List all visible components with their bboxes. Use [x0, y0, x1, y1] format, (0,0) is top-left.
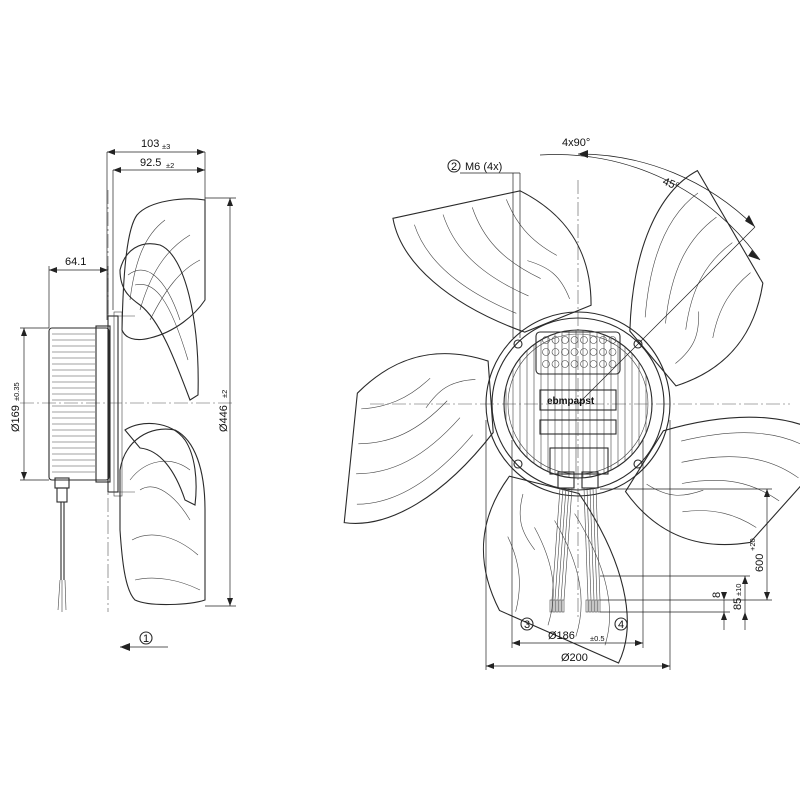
side-view: 103 ±3 92.5 ±2 64.1 Ø169	[10, 138, 236, 651]
dim-186-tol: ±0.5	[590, 634, 605, 643]
mounting-hole	[633, 459, 643, 469]
blade	[392, 190, 592, 333]
impeller-blades	[343, 169, 800, 664]
dim-85-value: 85	[732, 598, 744, 610]
callout-3-label: 3	[524, 619, 530, 631]
cables	[549, 471, 601, 613]
thread-label: M6 (4x)	[465, 161, 502, 173]
dim-200: Ø200	[485, 420, 671, 670]
callout-4: 4	[614, 617, 628, 631]
mounting-hole	[633, 339, 643, 349]
angle-offset: 45°	[661, 176, 681, 193]
dim-169-value: Ø169	[10, 405, 22, 432]
callout-2-label: 2	[451, 161, 457, 173]
front-view: ebmpapst 4x90° 45° 2 M6 (4x)	[343, 137, 800, 670]
blade	[629, 169, 764, 387]
dim-186: Ø186 ±0.5	[511, 440, 644, 648]
dim-103: 103 ±3	[106, 138, 206, 320]
callout-1-label: 1	[143, 633, 149, 645]
blade-profile-upper	[119, 198, 206, 401]
dim-446: Ø446 ±2	[205, 197, 236, 607]
callout-2: 2 M6 (4x)	[447, 159, 521, 338]
dim-92-5-tol: ±2	[166, 161, 174, 170]
dim-169-tol: ±0.35	[12, 382, 21, 401]
brand-logo: ebmpapst	[547, 396, 595, 407]
dim-8-value: 8	[711, 592, 723, 598]
dim-85-tol: ±10	[734, 584, 743, 596]
dim-103-tol: ±3	[162, 142, 170, 151]
cable-gland-side	[54, 477, 70, 612]
dim-446-value: Ø446	[218, 405, 230, 432]
dim-446-tol: ±2	[220, 390, 229, 398]
dim-169: Ø169 ±0.35	[10, 327, 49, 481]
dim-92-5: 92.5 ±2	[112, 157, 205, 310]
callout-1: 1	[120, 631, 168, 651]
blade	[343, 353, 494, 524]
dim-186-value: Ø186	[548, 630, 575, 642]
angle-dimension: 4x90° 45°	[539, 137, 761, 405]
dim-64-1: 64.1	[48, 256, 109, 328]
mounting-hole	[513, 459, 523, 469]
dim-64-1-value: 64.1	[65, 256, 86, 268]
callout-3: 3	[520, 617, 534, 631]
dim-92-5-value: 92.5	[140, 157, 161, 169]
hub: ebmpapst	[485, 311, 671, 497]
motor-body	[48, 311, 135, 497]
angle-spacing: 4x90°	[562, 137, 590, 149]
dim-cable: 600 +20 85 ±10 8	[600, 488, 772, 630]
blade	[624, 416, 800, 546]
mounting-hole	[513, 339, 523, 349]
dim-103-value: 103	[141, 138, 159, 150]
dim-600-value: 600	[754, 554, 766, 572]
dim-200-value: Ø200	[561, 652, 588, 664]
blade-profile-lower	[119, 422, 206, 606]
callout-4-label: 4	[618, 619, 624, 631]
dim-600-tol: +20	[748, 538, 757, 551]
